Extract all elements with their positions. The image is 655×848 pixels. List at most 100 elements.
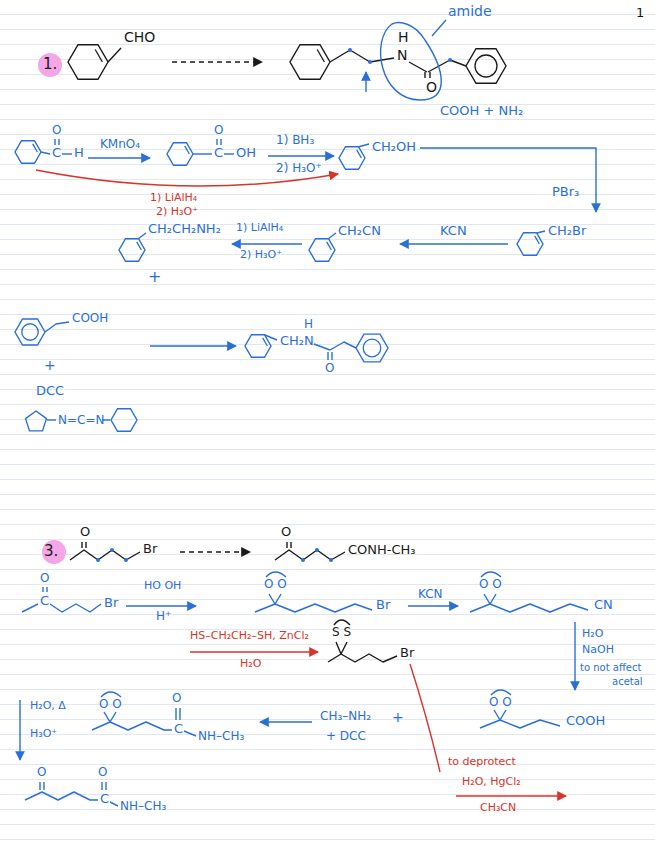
note-label: H (74, 146, 84, 160)
double-bond (33, 144, 38, 152)
bond-line (104, 712, 110, 722)
ring-structure (26, 411, 47, 431)
ring-structure (309, 239, 335, 262)
note-label: CN (594, 598, 613, 612)
atom-dot (124, 558, 128, 562)
note-label: S S (332, 626, 351, 639)
note-label: NaOH (582, 644, 614, 656)
bond-line (424, 72, 425, 78)
bond-line (484, 594, 490, 604)
note-label: CONH-CH₃ (348, 543, 416, 557)
bond-line (175, 708, 176, 720)
note-label: N (397, 48, 407, 63)
note-label: N=C=N (58, 414, 104, 427)
double-bond (263, 338, 268, 346)
note-label: CH₂Br (548, 224, 586, 238)
note-label: O (98, 766, 107, 779)
aromatic-circle (475, 55, 497, 77)
ring-structure (245, 335, 271, 358)
ring-structure (466, 49, 506, 84)
double-bond (95, 50, 102, 62)
note-label: O (52, 124, 61, 137)
note-label: C (52, 146, 61, 160)
reaction-arrow (232, 243, 302, 244)
note-label: Br (104, 596, 118, 610)
note-label: H (398, 30, 409, 45)
bond-line (41, 152, 50, 154)
note-label: O (426, 80, 437, 95)
bond-line (537, 231, 545, 233)
bond-line (490, 594, 496, 604)
reaction-arrow (150, 345, 236, 346)
note-label: CH₂OH (372, 140, 416, 154)
annotation-curve (334, 620, 350, 625)
aromatic-circle (363, 339, 381, 357)
note-label: O O (489, 696, 512, 709)
note-label: O (214, 124, 223, 137)
note-label: CH₂CH₂NH₂ (148, 222, 221, 236)
note-label: 3. (44, 543, 58, 560)
bond-line (62, 153, 72, 154)
note-label: C (174, 722, 183, 736)
bond-line (330, 342, 356, 350)
reaction-arrow (574, 622, 575, 690)
bond-line (220, 139, 221, 145)
ring-structure (167, 143, 193, 166)
bond-line (336, 642, 341, 654)
note-label: O O (264, 578, 287, 591)
bond-line (39, 782, 40, 790)
note-label: 2) H₃O⁺ (156, 206, 198, 218)
bond-line (43, 782, 44, 790)
note-label: Br (376, 598, 390, 612)
bond-line (269, 594, 275, 604)
note-label: H (304, 318, 313, 331)
annotation-curve (481, 572, 501, 577)
double-bond (357, 150, 362, 158)
atom-dot (348, 48, 352, 52)
note-label: C (214, 146, 223, 160)
reaction-arrow (126, 605, 196, 606)
bond-line (45, 322, 69, 332)
ring-structure (15, 141, 41, 164)
bond-line (494, 710, 500, 720)
note-label: to not affect (580, 662, 641, 673)
note-label: H₂O (582, 628, 603, 640)
bond-line (480, 720, 560, 728)
note-label: COOH (566, 714, 605, 728)
annotation-curve (101, 692, 121, 697)
note-label: C (40, 594, 49, 608)
annotation-curve (266, 572, 286, 577)
bond-line (255, 604, 372, 612)
note-label: Br (400, 646, 414, 660)
note-label: HO OH (144, 580, 181, 592)
note-label: amide (448, 4, 492, 19)
note-label: KCN (440, 224, 467, 238)
bond-line (70, 550, 140, 560)
bond-line (327, 352, 328, 360)
note-label: O (172, 692, 181, 705)
note-label: H₂O (240, 658, 261, 670)
bond-line (409, 62, 427, 72)
note-label: O (325, 362, 334, 375)
bond-line (47, 419, 56, 420)
ring-structure (517, 233, 543, 256)
bond-line (275, 594, 281, 604)
bond-line (341, 642, 347, 654)
ring-structure (119, 239, 145, 262)
double-bond (137, 242, 142, 250)
reaction-arrow (456, 795, 566, 796)
note-label: O (281, 525, 291, 539)
note-label: O (80, 525, 90, 539)
bond-line (275, 550, 345, 560)
atom-dot (315, 548, 319, 552)
bond-line (42, 587, 43, 592)
bond-line (105, 782, 106, 790)
bond-line (46, 587, 47, 592)
note-label: HS–CH₂CH₂–SH, ZnCl₂ (190, 630, 309, 642)
note-label: O (40, 572, 49, 585)
bond-line (110, 712, 116, 722)
note-label: DCC (36, 384, 64, 398)
highlight-circle (38, 53, 62, 77)
bond-line (432, 20, 446, 36)
